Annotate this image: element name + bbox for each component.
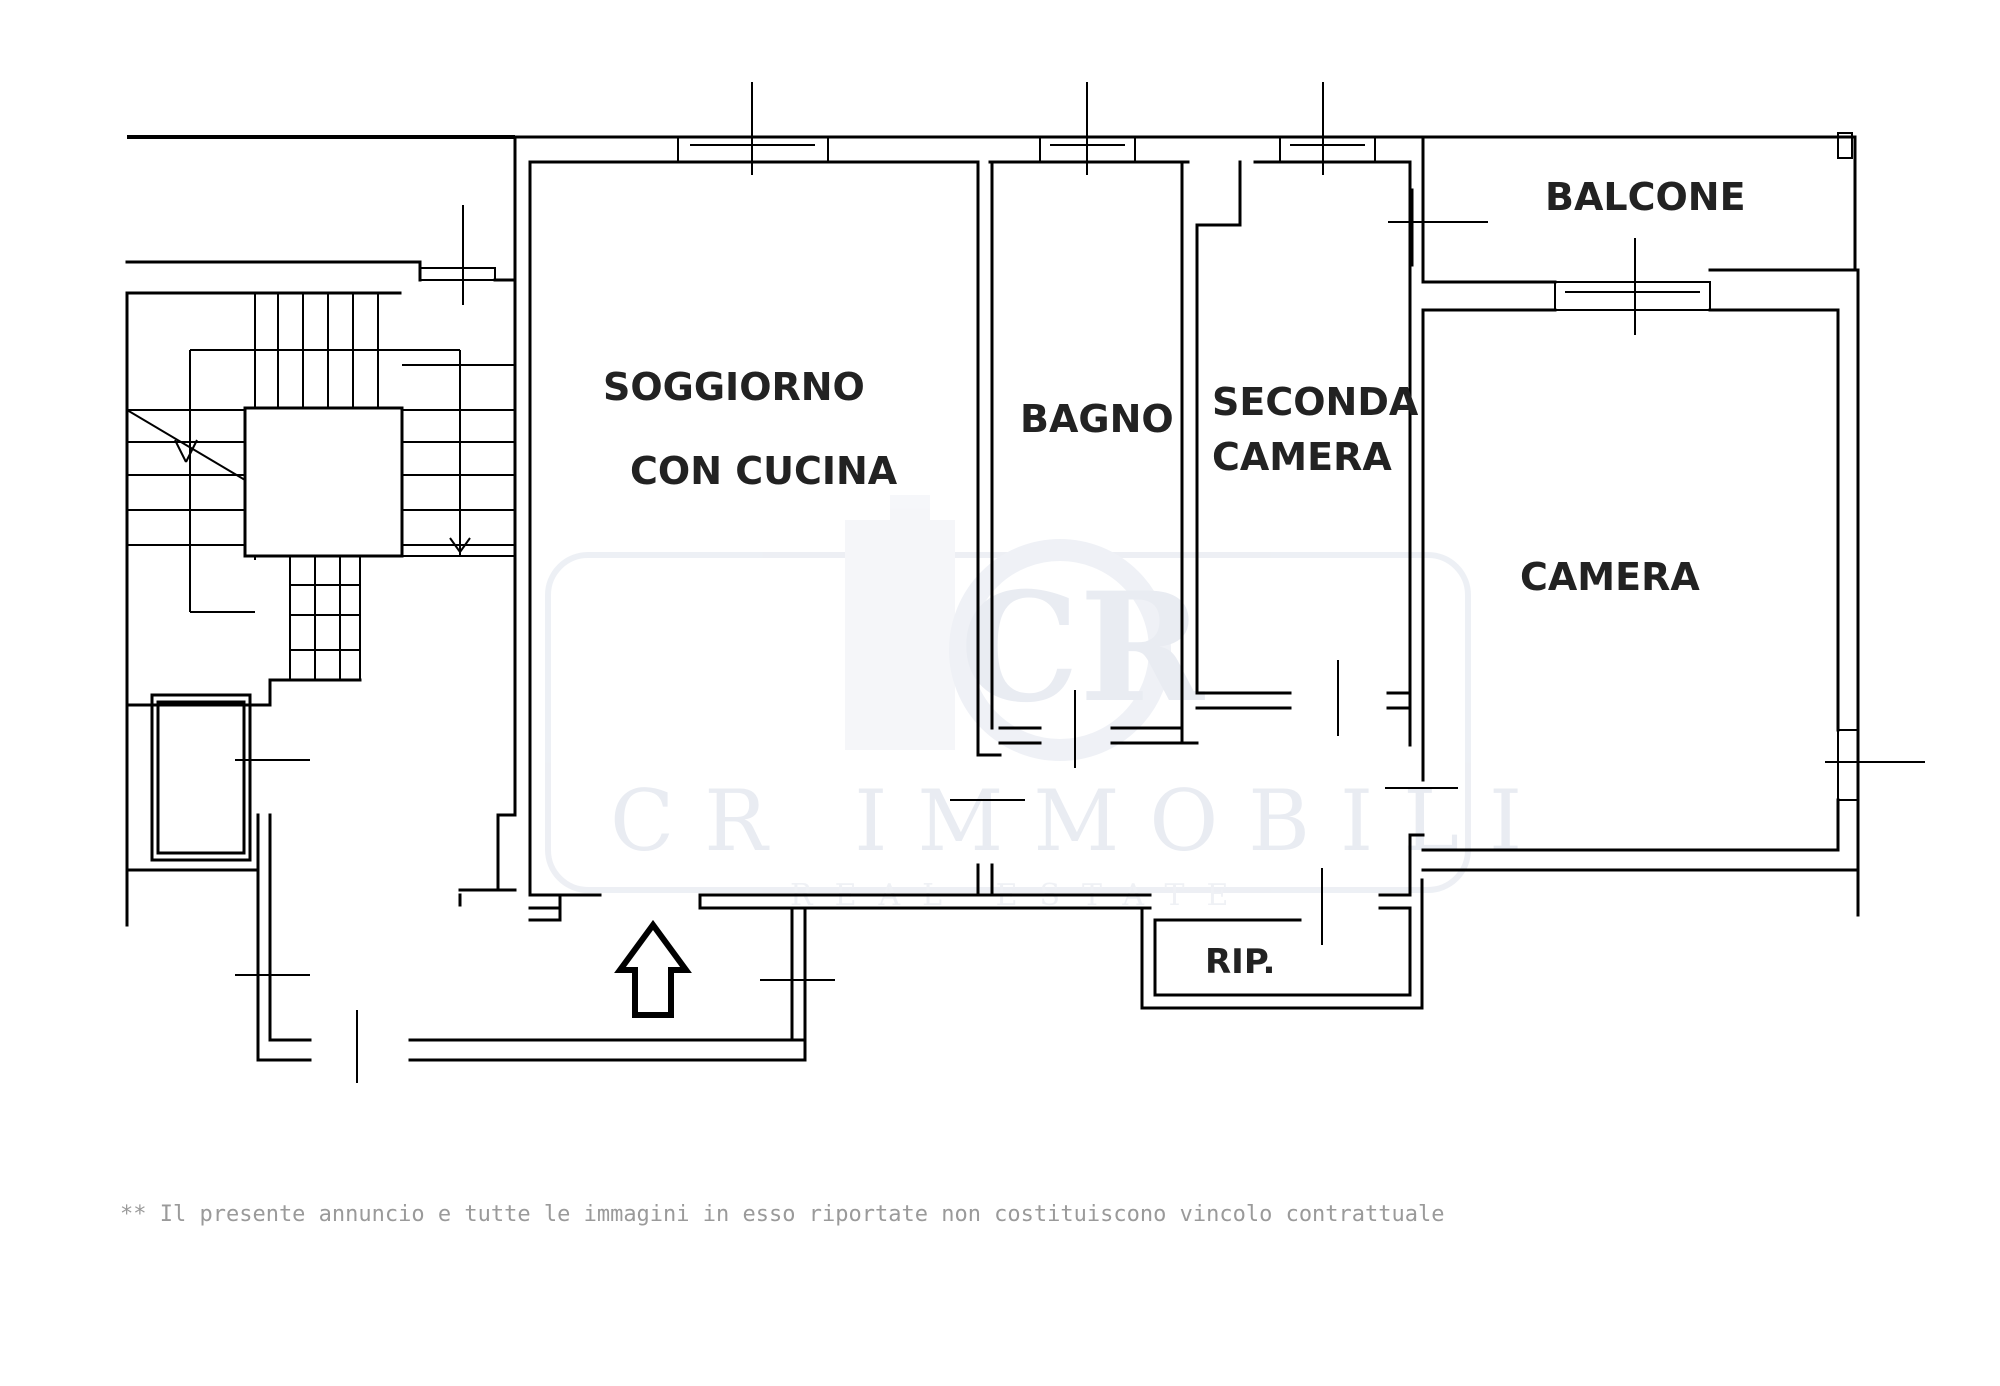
entrance-arrow-icon (614, 919, 692, 1018)
watermark-logo: CR (960, 560, 1205, 736)
watermark-name: CR IMMOBILI (610, 772, 1552, 870)
label-camera-seconda: CAMERA (1212, 435, 1392, 479)
room-labels: SOGGIORNO CON CUCINA BAGNO SECONDA CAMER… (603, 175, 1746, 982)
label-con-cucina: CON CUCINA (630, 449, 898, 493)
label-camera: CAMERA (1520, 555, 1700, 599)
interior-walls (976, 135, 1860, 1010)
label-soggiorno: SOGGIORNO (603, 365, 865, 409)
windows (677, 82, 1925, 801)
label-balcone: BALCONE (1545, 175, 1746, 219)
stairwell (125, 205, 835, 1083)
disclaimer-text: ** Il presente annuncio e tutte le immag… (120, 1202, 1445, 1227)
label-rip: RIP. (1205, 942, 1275, 982)
label-seconda: SECONDA (1212, 380, 1419, 424)
door-marks (950, 660, 1458, 945)
watermark: CR CR IMMOBILI REAL ESTATE (545, 495, 1552, 913)
label-bagno: BAGNO (1020, 397, 1174, 441)
